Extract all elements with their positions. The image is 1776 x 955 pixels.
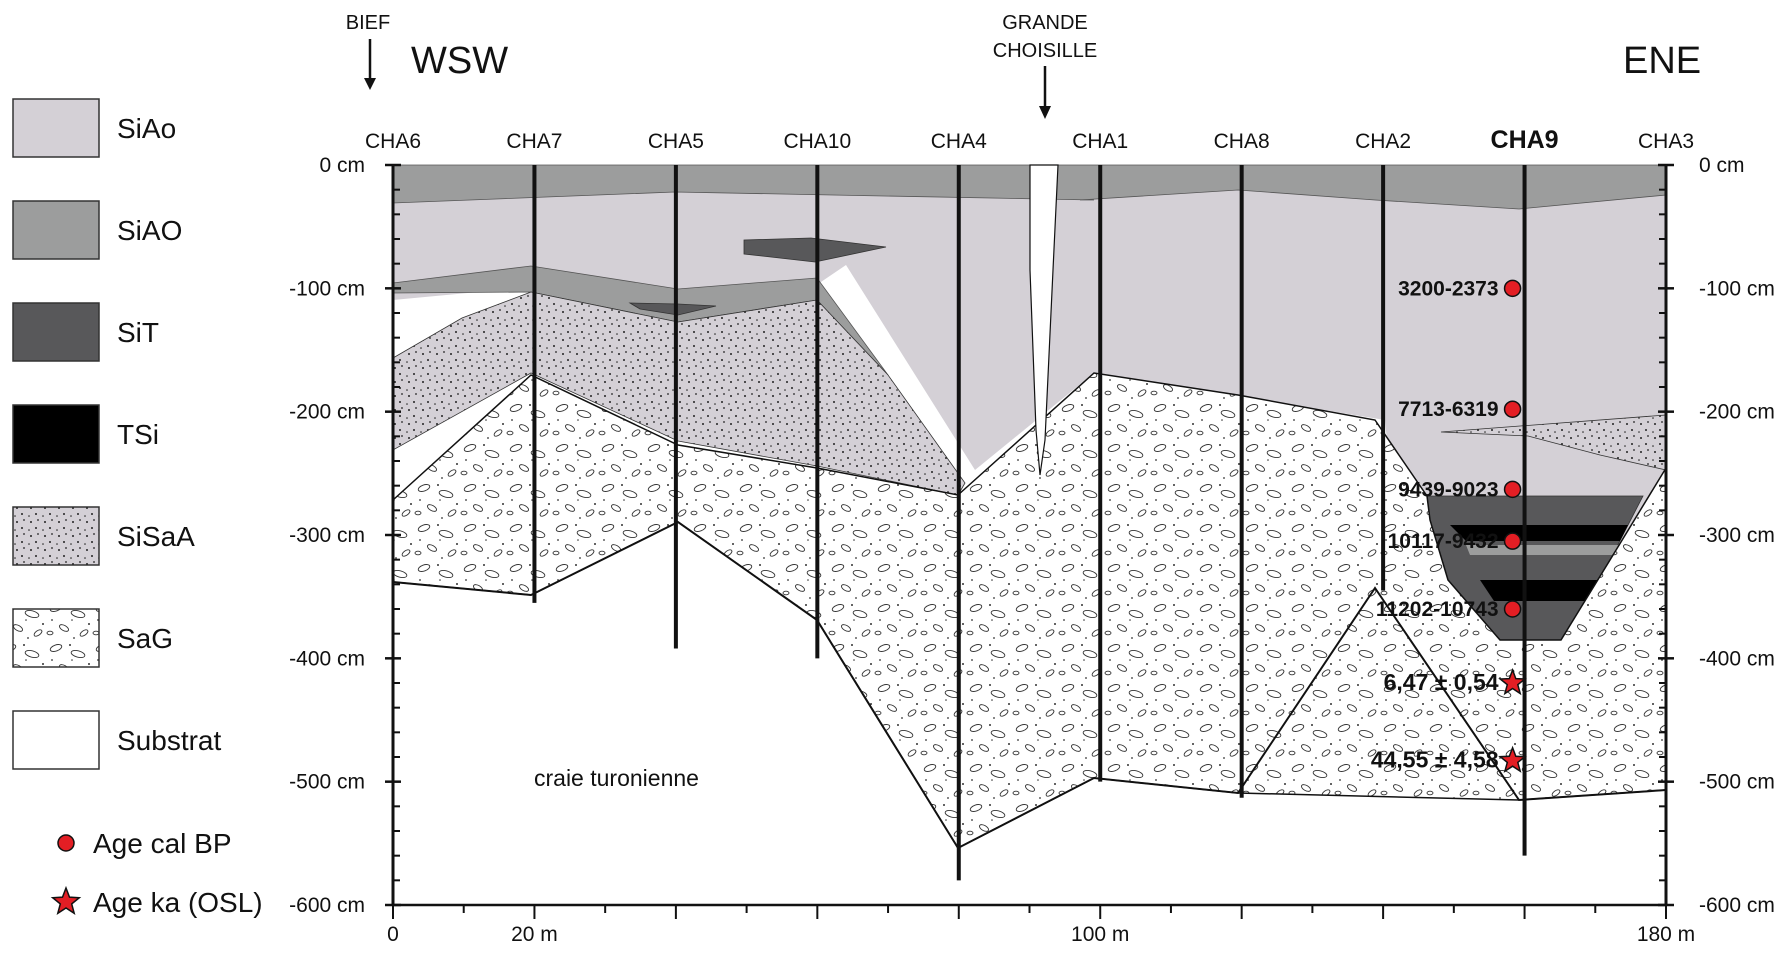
depth-label-right: -100 cm bbox=[1699, 277, 1775, 300]
legend-label: SiAo bbox=[117, 113, 176, 144]
date-label: 6,47 ± 0,54 bbox=[1384, 669, 1499, 695]
depth-label-left: 0 cm bbox=[319, 154, 365, 177]
depth-label-right: -600 cm bbox=[1699, 894, 1775, 917]
legend-star-icon bbox=[50, 885, 82, 915]
date-circle-marker bbox=[1503, 400, 1522, 418]
depth-label-left: -400 cm bbox=[289, 647, 365, 670]
borehole-label: CHA5 bbox=[648, 130, 704, 153]
distance-label: 180 m bbox=[1637, 923, 1695, 946]
sag-base-line bbox=[392, 520, 1667, 850]
arrow-down-icon bbox=[364, 78, 376, 90]
layer-sisaa-east bbox=[1440, 414, 1667, 471]
depth-label-left: -600 cm bbox=[289, 894, 365, 917]
layer-siao-lens bbox=[743, 237, 887, 263]
layer-siao bbox=[393, 165, 1666, 735]
borehole-label: CHA6 bbox=[365, 130, 421, 153]
borehole-label: CHA2 bbox=[1355, 130, 1411, 153]
date-circle-marker bbox=[1503, 532, 1522, 550]
borehole-label: CHA10 bbox=[783, 130, 851, 153]
borehole-label: CHA3 bbox=[1638, 130, 1694, 153]
arrow-down-icon bbox=[1039, 106, 1051, 119]
feature-grande-choisille: GRANDE CHOISILLE bbox=[993, 12, 1097, 119]
borehole-label: CHA4 bbox=[931, 130, 987, 153]
depth-label-right: -400 cm bbox=[1699, 647, 1775, 670]
layer-tsi-band-1 bbox=[1450, 525, 1628, 541]
depth-label-left: -300 cm bbox=[289, 524, 365, 547]
depth-label-left: -100 cm bbox=[289, 277, 365, 300]
legend-symbol-label: Age cal BP bbox=[93, 828, 232, 859]
depth-label-left: -500 cm bbox=[289, 771, 365, 794]
date-label: 11202-10743 bbox=[1376, 598, 1499, 621]
orientation-east: ENE bbox=[1623, 40, 1701, 82]
section-layers bbox=[392, 164, 1667, 850]
date-circle-marker bbox=[1503, 600, 1522, 618]
feature-grande-label-2: CHOISILLE bbox=[993, 40, 1097, 62]
depth-label-right: -300 cm bbox=[1699, 524, 1775, 547]
depth-label-right: 0 cm bbox=[1699, 154, 1745, 177]
date-label: 3200-2373 bbox=[1398, 277, 1498, 300]
legend-swatch bbox=[12, 506, 100, 566]
legend-symbol-label: Age ka (OSL) bbox=[93, 887, 263, 918]
borehole-label: CHA9 bbox=[1491, 126, 1559, 154]
legend-label: SaG bbox=[117, 623, 173, 654]
feature-bief-label: BIEF bbox=[346, 12, 390, 34]
layer-gully bbox=[1029, 164, 1059, 476]
distance-label: 100 m bbox=[1071, 923, 1129, 946]
date-circle-marker bbox=[1503, 279, 1522, 298]
date-label: 7713-6319 bbox=[1398, 398, 1498, 421]
depth-label-right: -500 cm bbox=[1699, 771, 1775, 794]
feature-grande-label-1: GRANDE bbox=[1002, 12, 1088, 34]
legend-swatch bbox=[12, 200, 100, 260]
borehole-label: CHA7 bbox=[506, 130, 562, 153]
legend-swatch bbox=[12, 710, 100, 770]
legend-label: SiSaA bbox=[117, 521, 195, 552]
distance-label: 0 bbox=[387, 923, 399, 946]
depth-label-left: -200 cm bbox=[289, 401, 365, 424]
legend-swatch bbox=[12, 98, 100, 158]
legend-swatch bbox=[12, 404, 100, 464]
date-label: 44,55 ± 4,58 bbox=[1371, 747, 1499, 773]
legend-swatch bbox=[12, 302, 100, 362]
legend-circle-icon bbox=[57, 834, 75, 852]
substrate-label: craie turonienne bbox=[534, 765, 699, 791]
legend-swatch bbox=[12, 608, 100, 668]
distance-label: 20 m bbox=[511, 923, 558, 946]
legend-label: SiAO bbox=[117, 215, 182, 246]
borehole-label: CHA1 bbox=[1072, 130, 1128, 153]
layer-siao-lens-2 bbox=[628, 302, 717, 316]
borehole-label: CHA8 bbox=[1214, 130, 1270, 153]
legend-label: Substrat bbox=[117, 725, 221, 756]
date-star-marker bbox=[1498, 745, 1527, 773]
depth-axes: 0 cm -100 cm -200 cm -300 cm -400 cm -500 cm -… bbox=[289, 154, 1775, 946]
date-circle-marker bbox=[1503, 480, 1522, 499]
layer-siao-band-channel bbox=[1466, 545, 1620, 555]
feature-bief: BIEF bbox=[346, 12, 390, 90]
depth-label-right: -200 cm bbox=[1699, 401, 1775, 424]
legend-label: TSi bbox=[117, 419, 159, 450]
date-star-marker bbox=[1498, 667, 1527, 696]
legend-label: SiT bbox=[117, 317, 159, 348]
date-label: 10117-9432 bbox=[1388, 530, 1499, 553]
date-label: 9439-9023 bbox=[1398, 478, 1498, 501]
layer-tsi-band-2 bbox=[1480, 580, 1598, 601]
orientation-west: WSW bbox=[411, 40, 508, 82]
